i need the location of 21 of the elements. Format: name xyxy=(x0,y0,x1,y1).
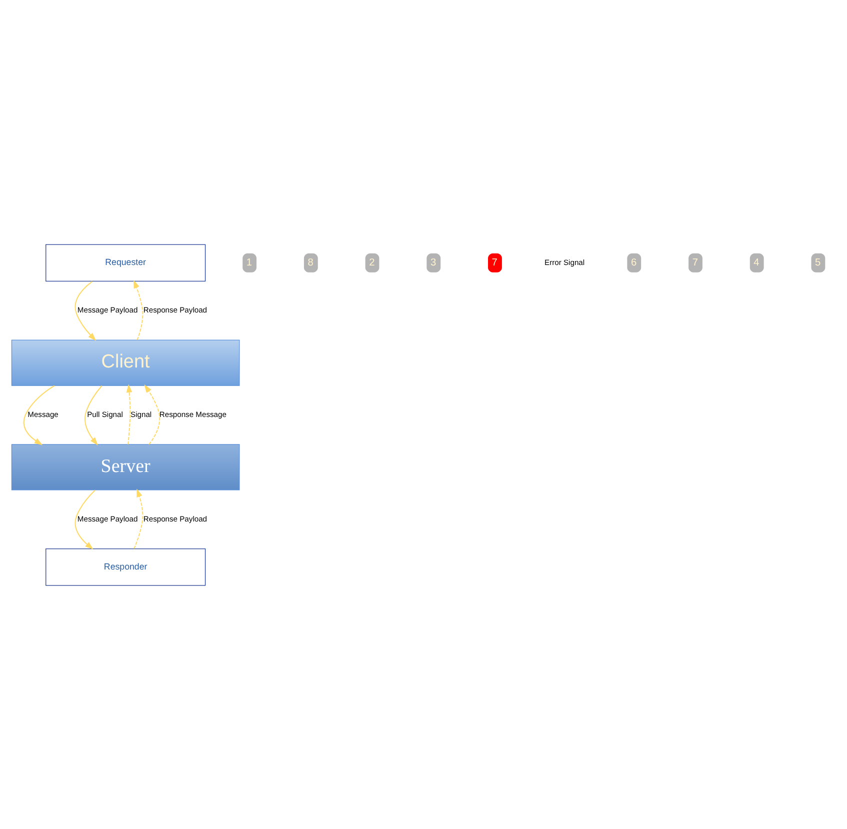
arrow xyxy=(133,279,144,340)
arrow xyxy=(84,384,102,445)
label: 3 xyxy=(430,256,436,268)
node-box: Client xyxy=(11,339,240,386)
arrow xyxy=(23,384,55,445)
arrow xyxy=(74,280,96,340)
node-box: Requester xyxy=(46,244,206,282)
label: 1 xyxy=(246,256,252,268)
label: 4 xyxy=(754,256,760,268)
label: 7 xyxy=(492,256,498,268)
arrow xyxy=(74,489,96,550)
node-box: Server xyxy=(11,444,240,490)
label: 2 xyxy=(369,256,375,268)
label: 5 xyxy=(815,256,821,268)
label: 8 xyxy=(308,256,314,268)
node-box: Responder xyxy=(46,548,206,586)
label: 7 xyxy=(692,256,698,268)
arrow xyxy=(134,488,144,548)
label: 6 xyxy=(630,256,637,268)
arrow xyxy=(126,384,132,444)
arrow xyxy=(144,384,160,444)
